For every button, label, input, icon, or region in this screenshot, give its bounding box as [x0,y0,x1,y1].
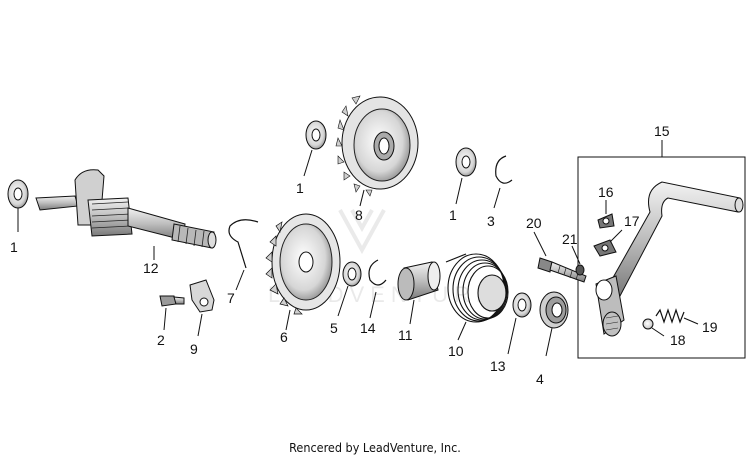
washer-13[interactable] [512,292,532,318]
label-part-15: 15 [654,123,670,139]
kick-lever[interactable] [595,181,744,337]
kick-idle-gear[interactable] [335,95,419,197]
detent-spring[interactable] [655,308,685,324]
label-part-5: 5 [330,320,338,336]
label-part-1-middle: 1 [296,180,304,196]
return-spring-hook[interactable] [228,219,259,269]
washer-5[interactable] [342,261,362,287]
stopper-plate[interactable] [189,279,215,313]
label-part-6: 6 [280,329,288,345]
label-part-18: 18 [670,332,686,348]
label-part-1-left: 1 [10,239,18,255]
label-part-3: 3 [487,213,495,229]
label-part-11: 11 [398,327,413,343]
label-part-13: 13 [490,358,506,374]
label-part-16: 16 [598,184,614,200]
kick-starter-shaft[interactable] [35,169,217,249]
label-part-7: 7 [227,290,235,306]
spring-guide[interactable] [397,261,441,301]
clip-16[interactable] [597,213,615,229]
label-part-10: 10 [448,343,464,359]
washer-middle[interactable] [305,120,327,150]
label-part-17: 17 [624,213,640,229]
washer-left[interactable] [7,179,29,209]
washer-21[interactable] [575,264,585,276]
label-part-20: 20 [526,215,542,231]
clip-17[interactable] [593,239,617,257]
label-part-14: 14 [360,320,376,336]
render-credit: Rencered by LeadVenture, Inc. [289,440,461,455]
label-part-21: 21 [562,231,578,247]
label-part-4: 4 [536,371,544,387]
oil-seal[interactable] [539,291,569,329]
label-part-12: 12 [143,260,159,276]
label-part-9: 9 [190,341,198,357]
bolt-small[interactable] [159,295,185,307]
circlip-3[interactable] [495,155,513,184]
kick-lever-group-box [577,156,746,359]
clamp-bolt[interactable] [537,257,587,283]
kick-gear-small[interactable] [265,213,341,315]
detent-ball[interactable] [642,318,654,330]
label-part-1-right: 1 [449,207,457,223]
washer-right[interactable] [455,147,477,177]
label-part-19: 19 [702,319,718,335]
kick-return-spring[interactable] [445,253,509,323]
circlip-14[interactable] [368,259,387,286]
label-part-8: 8 [355,207,363,223]
label-part-2: 2 [157,332,165,348]
